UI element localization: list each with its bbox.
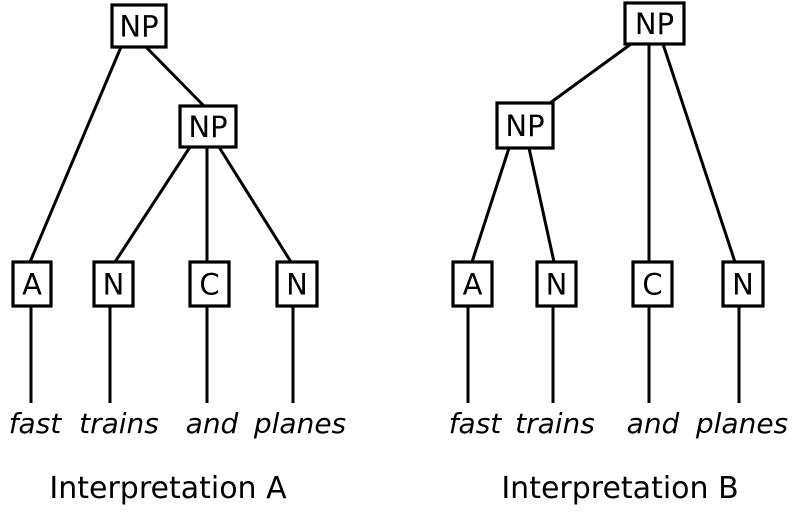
- edge-inner-to-n1: [527, 147, 556, 263]
- np-inner-box: [495, 101, 555, 150]
- np-root-label: NP: [635, 7, 674, 41]
- leaf-box-n2: [275, 260, 319, 308]
- leaf-label-n1: N: [546, 268, 568, 302]
- caption-interpretation-b: Interpretation B: [501, 471, 738, 506]
- leaf-box-n1: [535, 260, 578, 308]
- leaf-box-n2: [721, 260, 765, 308]
- leaf-label-a: A: [463, 268, 483, 302]
- edge-root-to-a: [28, 46, 123, 263]
- caption-interpretation-a: Interpretation A: [49, 471, 287, 506]
- word-fast: fast: [449, 407, 503, 440]
- word-planes: planes: [695, 407, 788, 440]
- leaf-label-c: C: [642, 268, 662, 302]
- leaf-label-n1: N: [103, 268, 125, 302]
- tree-interpretation-a: NP NP A N C N fast trains and planes Int…: [9, 3, 346, 506]
- leaf-label-c: C: [199, 268, 219, 302]
- leaf-box-a: [11, 260, 53, 308]
- edge-root-to-n2: [661, 43, 737, 263]
- edge-inner-to-n1: [113, 146, 192, 263]
- edge-root-to-inner-np: [549, 42, 632, 105]
- np-root-label: NP: [119, 10, 158, 44]
- word-and: and: [186, 407, 239, 440]
- tree-interpretation-b: NP NP A N C N fast trains and planes Int…: [449, 1, 788, 506]
- word-fast: fast: [9, 407, 63, 440]
- np-root-box: [623, 1, 686, 46]
- leaf-box-c: [631, 260, 674, 308]
- np-inner-label: NP: [188, 110, 227, 144]
- word-planes: planes: [253, 407, 346, 440]
- np-inner-label: NP: [505, 109, 544, 143]
- leaf-label-a: A: [22, 268, 42, 302]
- np-inner-box: [178, 104, 238, 149]
- leaf-label-n2: N: [286, 268, 308, 302]
- word-trains: trains: [515, 407, 595, 440]
- edge-inner-to-a: [470, 147, 511, 263]
- word-trains: trains: [79, 407, 159, 440]
- leaf-box-a: [451, 260, 494, 308]
- edge-inner-to-n2: [217, 146, 293, 263]
- edge-root-to-inner-np: [144, 45, 206, 108]
- leaf-box-n1: [92, 260, 135, 308]
- leaf-box-c: [188, 260, 231, 308]
- np-root-box: [110, 3, 168, 49]
- word-and: and: [627, 407, 680, 440]
- leaf-label-n2: N: [732, 268, 754, 302]
